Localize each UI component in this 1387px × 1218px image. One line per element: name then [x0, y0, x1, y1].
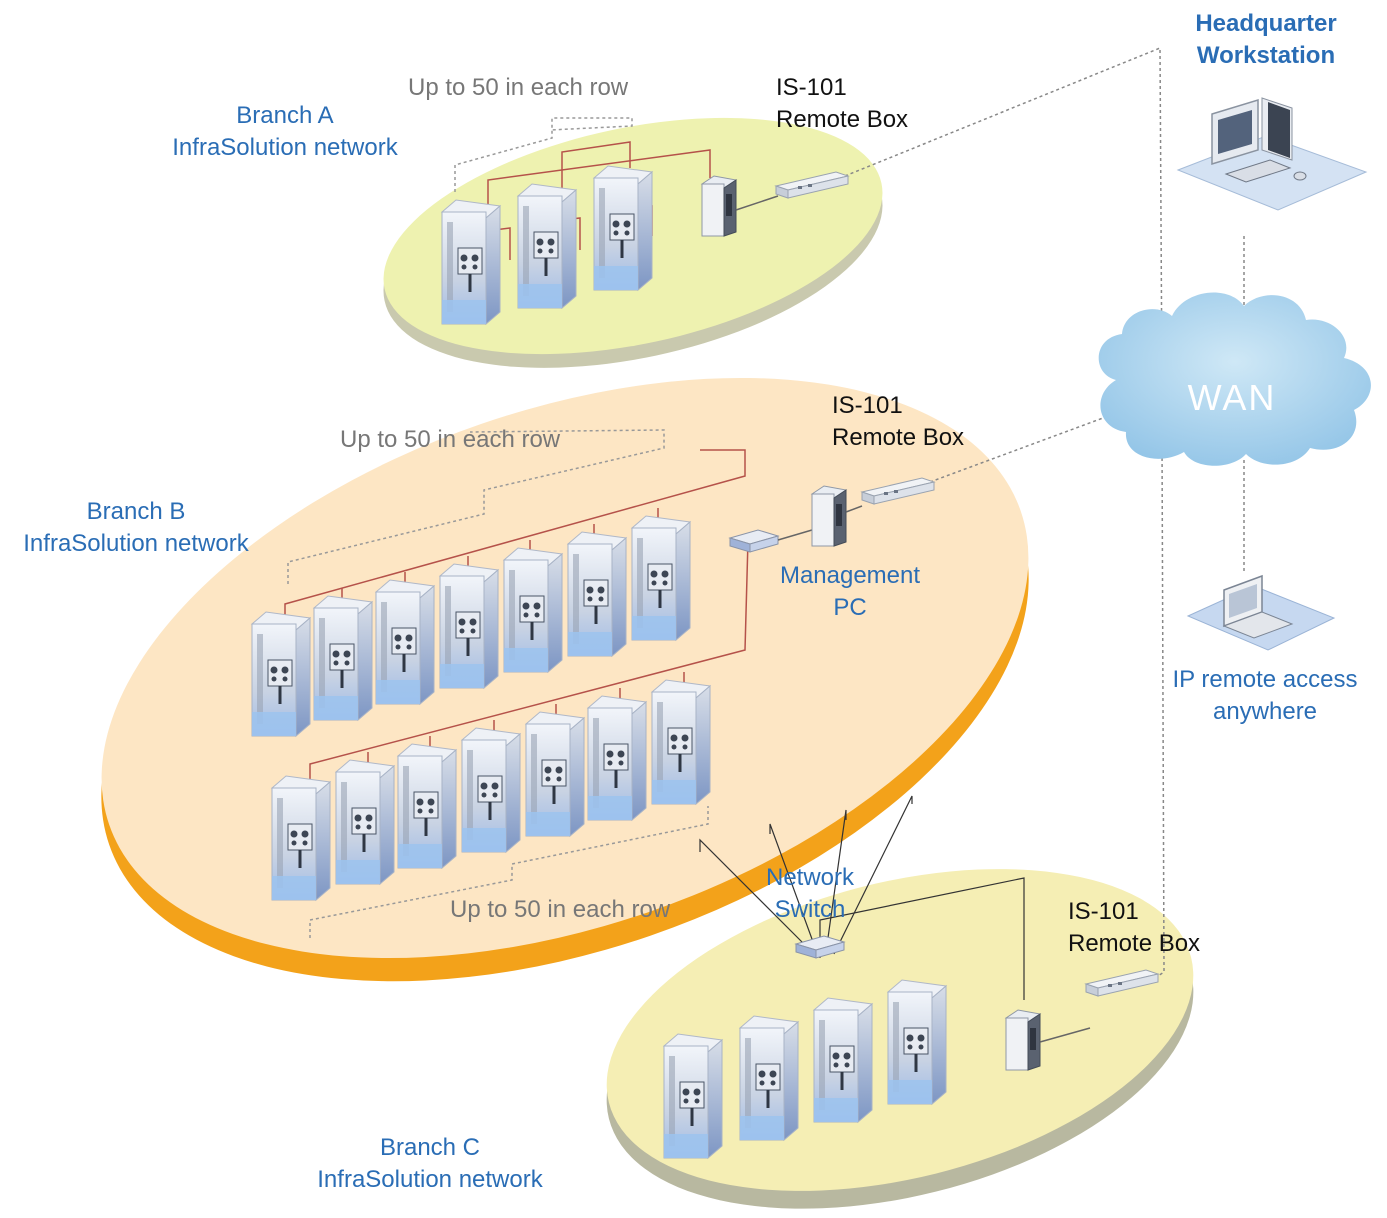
branch-c-name: Branch C: [379, 1134, 481, 1161]
branch-a-row-note: Up to 50 in each row: [408, 74, 629, 101]
management-pc-line2: PC: [833, 594, 867, 621]
branch-a-equipment: [440, 117, 849, 326]
branch-b-name: Branch B: [86, 498, 186, 525]
server-rack-icon: [438, 562, 500, 690]
server-rack-icon: [738, 1014, 800, 1142]
branch-c-label: Branch C InfraSolution network: [300, 1132, 560, 1196]
network-switch-line1: Network: [765, 864, 855, 891]
server-rack-icon: [502, 546, 564, 674]
desktop-workstation-icon: [1176, 97, 1368, 211]
headquarter-label: Headquarter Workstation: [1176, 8, 1356, 72]
server-rack-icon: [662, 1032, 724, 1160]
branch-a-remote-box-label: IS-101 Remote Box: [776, 72, 908, 136]
server-rack-icon: [250, 610, 312, 738]
server-rack-icon: [586, 694, 648, 822]
branch-b-remote-box-label: IS-101 Remote Box: [832, 390, 964, 454]
server-rack-icon: [630, 514, 692, 642]
branch-b-equipment: [250, 429, 935, 938]
server-rack-icon: [812, 996, 874, 1124]
wan-label: WAN: [1187, 377, 1277, 418]
remote-access-label: IP remote access anywhere: [1150, 664, 1380, 728]
remote-access-line2: anywhere: [1212, 698, 1318, 725]
server-rack-icon: [440, 198, 502, 326]
branch-b-platform: [101, 377, 1029, 982]
management-pc-label: Management PC: [764, 560, 936, 624]
server-rack-icon: [592, 164, 654, 292]
remote-access-line1: IP remote access: [1172, 666, 1358, 693]
computer-tower-icon: [701, 175, 737, 237]
branch-a-network: InfraSolution network: [172, 134, 398, 161]
branch-b-remote-box-name: Remote Box: [832, 424, 965, 451]
network-switch-label: Network Switch: [754, 862, 866, 926]
server-rack-icon: [566, 530, 628, 658]
management-pc-line1: Management: [779, 562, 921, 589]
server-rack-icon: [396, 742, 458, 870]
branch-b-remote-box-model: IS-101: [832, 392, 903, 419]
headquarter-line2: Workstation: [1196, 42, 1336, 69]
server-rack-icon: [374, 578, 436, 706]
branch-a-remote-box-model: IS-101: [776, 74, 847, 101]
branch-c-remote-box-name: Remote Box: [1068, 930, 1201, 957]
laptop-icon: [1186, 574, 1336, 651]
server-rack-icon: [460, 726, 522, 854]
server-rack-icon: [516, 182, 578, 310]
wan-links: [844, 46, 1245, 977]
computer-tower-icon: [811, 485, 847, 547]
network-switch-line2: Switch: [774, 896, 846, 923]
branch-c-equipment: [662, 795, 1159, 1160]
server-rack-icon: [334, 758, 396, 886]
branch-c-network: InfraSolution network: [317, 1166, 543, 1193]
branch-b-row-note-top: Up to 50 in each row: [340, 426, 561, 453]
server-rack-icon: [886, 978, 948, 1106]
branch-b-network: InfraSolution network: [23, 530, 249, 557]
branch-b-row-note-bottom: Up to 50 in each row: [450, 896, 671, 923]
branch-a-remote-box-name: Remote Box: [776, 106, 909, 133]
server-rack-icon: [524, 710, 586, 838]
server-rack-icon: [650, 678, 712, 806]
branch-b-label: Branch B InfraSolution network: [6, 496, 266, 560]
server-rack-icon: [270, 774, 332, 902]
headquarter-line1: Headquarter: [1195, 10, 1337, 37]
server-rack-icon: [312, 594, 374, 722]
branch-c-remote-box-label: IS-101 Remote Box: [1068, 896, 1200, 960]
computer-tower-icon: [1005, 1009, 1041, 1071]
branch-c-remote-box-model: IS-101: [1068, 898, 1139, 925]
branch-a-name: Branch A: [236, 102, 334, 129]
wan-cloud-icon: [1098, 292, 1371, 466]
branch-a-label: Branch A InfraSolution network: [160, 100, 410, 164]
